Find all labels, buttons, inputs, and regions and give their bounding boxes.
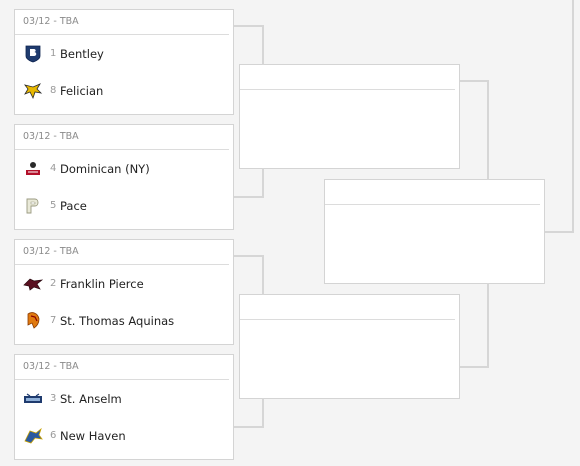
team-name[interactable]: Franklin Pierce xyxy=(60,276,144,291)
team-name[interactable]: Pace xyxy=(60,198,87,213)
bracket-connector xyxy=(262,398,264,428)
match-header-empty xyxy=(325,180,540,205)
team-seed: 1 xyxy=(50,48,57,59)
bracket-connector xyxy=(262,255,264,295)
st-anselm-hawks-logo-icon xyxy=(23,389,43,409)
bracket-connector xyxy=(487,283,489,368)
team-row-pace[interactable]: 5 Pace xyxy=(15,187,233,224)
team-seed: 6 xyxy=(50,430,57,441)
team-row-franklin-pierce[interactable]: 2 Franklin Pierce xyxy=(15,265,233,302)
team-name[interactable]: Dominican (NY) xyxy=(60,161,150,176)
team-name[interactable]: Bentley xyxy=(60,46,104,61)
bracket-connector xyxy=(460,80,488,82)
bracket-connector xyxy=(234,25,263,27)
bracket-connector xyxy=(487,80,489,180)
match-card-3[interactable]: 03/12 - TBA 2 Franklin Pierce 7 St. Thom… xyxy=(14,239,234,345)
bracket-connector xyxy=(234,255,263,257)
team-seed: 2 xyxy=(50,278,57,289)
team-row-dominican[interactable]: 4 Dominican (NY) xyxy=(15,150,233,187)
new-haven-charger-logo-icon xyxy=(23,426,43,446)
match-date-time: 03/12 - TBA xyxy=(15,10,229,35)
bracket-connector xyxy=(262,168,264,198)
match-card-1[interactable]: 03/12 - TBA 1 Bentley 8 Felician xyxy=(14,9,234,115)
team-row-felician[interactable]: 8 Felician xyxy=(15,72,233,109)
team-name[interactable]: St. Thomas Aquinas xyxy=(60,313,175,328)
team-row-st-thomas-aquinas[interactable]: 7 St. Thomas Aquinas xyxy=(15,302,233,339)
round2-match-2[interactable] xyxy=(239,294,460,399)
round3-match[interactable] xyxy=(324,179,545,284)
match-card-4[interactable]: 03/12 - TBA 3 St. Anselm 6 New Haven xyxy=(14,354,234,460)
match-header-empty xyxy=(240,65,455,90)
bracket-connector xyxy=(545,231,574,233)
team-seed: 3 xyxy=(50,393,57,404)
pace-p-logo-icon xyxy=(23,196,43,216)
bracket-connector xyxy=(572,0,574,233)
franklin-pierce-raven-logo-icon xyxy=(23,274,43,294)
team-name[interactable]: St. Anselm xyxy=(60,391,122,406)
team-row-bentley[interactable]: 1 Bentley xyxy=(15,35,233,72)
team-name[interactable]: Felician xyxy=(60,83,104,98)
team-row-st-anselm[interactable]: 3 St. Anselm xyxy=(15,380,233,417)
bracket-connector xyxy=(234,426,263,428)
bentley-shield-logo-icon xyxy=(23,44,43,64)
match-date-time: 03/12 - TBA xyxy=(15,355,229,380)
team-seed: 5 xyxy=(50,200,57,211)
match-date-time: 03/12 - TBA xyxy=(15,240,229,265)
team-name[interactable]: New Haven xyxy=(60,428,126,443)
bracket-connector xyxy=(460,366,488,368)
felician-golden-falcon-logo-icon xyxy=(23,81,43,101)
team-seed: 8 xyxy=(50,85,57,96)
dominican-chargers-logo-icon xyxy=(23,159,43,179)
team-row-new-haven[interactable]: 6 New Haven xyxy=(15,417,233,454)
bracket-connector xyxy=(262,25,264,65)
team-seed: 7 xyxy=(50,315,57,326)
round2-match-1[interactable] xyxy=(239,64,460,169)
match-card-2[interactable]: 03/12 - TBA 4 Dominican (NY) 5 Pace xyxy=(14,124,234,230)
st-thomas-aquinas-spartan-logo-icon xyxy=(23,311,43,331)
match-date-time: 03/12 - TBA xyxy=(15,125,229,150)
bracket-connector xyxy=(234,196,263,198)
match-header-empty xyxy=(240,295,455,320)
team-seed: 4 xyxy=(50,163,57,174)
